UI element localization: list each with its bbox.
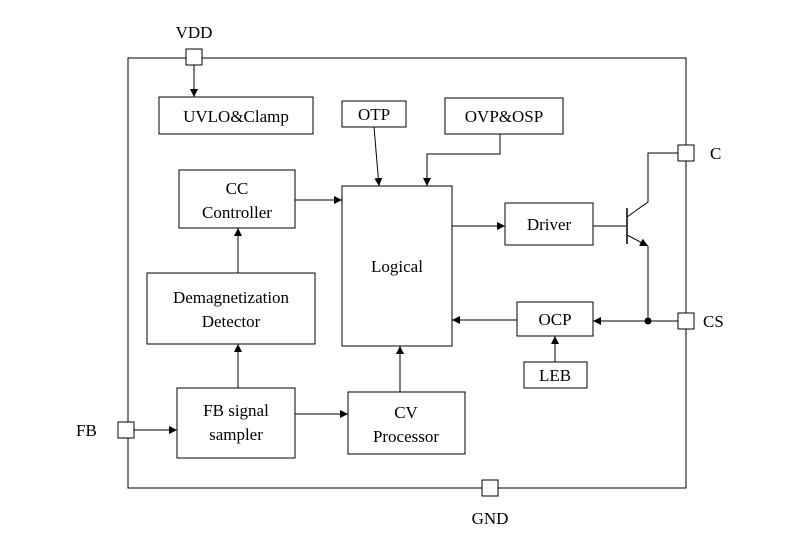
- ovp-to-logical-arrow: [423, 134, 501, 186]
- pin-fb-label: FB: [76, 421, 97, 440]
- leb-block: LEB: [523, 361, 588, 389]
- fb-sampler-line2: sampler: [209, 425, 263, 444]
- cv-processor-line1: CV: [394, 403, 418, 422]
- otp-label: OTP: [358, 105, 390, 124]
- pin-gnd-label: GND: [472, 509, 509, 528]
- logical-block: Logical: [341, 185, 453, 347]
- ocp-block: OCP: [516, 301, 594, 337]
- fb-sampler-line1: FB signal: [203, 401, 269, 420]
- pin-c-label: C: [710, 144, 721, 163]
- fb-signal-sampler-block: FB signal sampler: [176, 387, 296, 459]
- pin-fb: FB: [76, 421, 135, 440]
- pin-c: C: [677, 144, 721, 163]
- logical-label: Logical: [371, 257, 423, 276]
- driver-block: Driver: [504, 202, 594, 246]
- chip-outline: [127, 57, 687, 489]
- transistor-emitter-arrow: [626, 234, 649, 247]
- demagnetization-detector-block: Demagnetization Detector: [146, 272, 316, 345]
- uvlo-clamp-block: UVLO&Clamp: [158, 96, 314, 135]
- pin-vdd: VDD: [176, 23, 213, 66]
- cc-controller-line1: CC: [226, 179, 249, 198]
- ovp-osp-label: OVP&OSP: [465, 107, 543, 126]
- otp-to-logical-arrow: [373, 126, 383, 187]
- driver-label: Driver: [527, 215, 572, 234]
- uvlo-clamp-label: UVLO&Clamp: [183, 107, 289, 126]
- connections: [134, 65, 678, 434]
- pin-vdd-label: VDD: [176, 23, 213, 42]
- ocp-label: OCP: [538, 310, 571, 329]
- demag-line1: Demagnetization: [173, 288, 290, 307]
- cv-processor-block: CV Processor: [347, 391, 466, 455]
- otp-block: OTP: [341, 100, 407, 128]
- pin-gnd: GND: [472, 479, 509, 528]
- pin-cs: CS: [677, 312, 724, 331]
- transistor-collector: [626, 152, 678, 218]
- ovp-osp-block: OVP&OSP: [444, 97, 564, 135]
- cs-junction-dot: [644, 317, 652, 325]
- pin-cs-label: CS: [703, 312, 724, 331]
- cc-controller-line2: Controller: [202, 203, 272, 222]
- cv-processor-line2: Processor: [373, 427, 439, 446]
- cc-controller-block: CC Controller: [178, 169, 296, 229]
- leb-label: LEB: [539, 366, 571, 385]
- demag-line2: Detector: [202, 312, 261, 331]
